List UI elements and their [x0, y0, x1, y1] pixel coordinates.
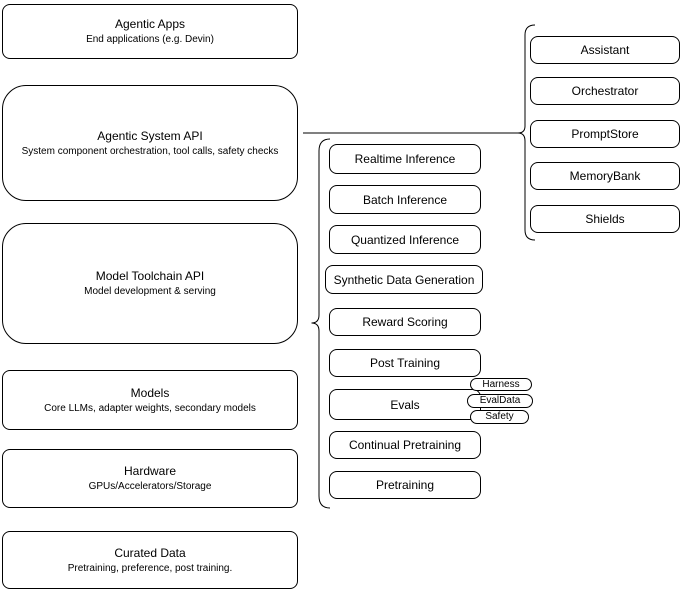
pill-label: Safety [485, 411, 514, 422]
node-label: Quantized Inference [350, 232, 460, 247]
node-title: Agentic Apps [114, 17, 186, 31]
node-label: Reward Scoring [362, 315, 448, 329]
node-assistant: Assistant [530, 36, 680, 64]
node-reward-scoring: Reward Scoring [329, 308, 481, 336]
node-continual-pretraining: Continual Pretraining [329, 431, 481, 459]
node-title: Model Toolchain API [95, 269, 205, 283]
node-label: Post Training [369, 356, 441, 370]
node-label: Pretraining [375, 478, 435, 492]
node-label: Continual Pretraining [348, 438, 462, 452]
pill-label: Harness [482, 378, 520, 390]
node-pretraining: Pretraining [329, 471, 481, 499]
node-label: Synthetic Data Generation [333, 272, 475, 287]
node-subtitle: Pretraining, preference, post training. [67, 562, 233, 574]
node-promptstore: PromptStore [530, 120, 680, 148]
node-subtitle: GPUs/Accelerators/Storage [88, 481, 212, 492]
node-model-toolchain-api: Model Toolchain API Model development & … [2, 223, 298, 344]
node-label: Orchestrator [571, 84, 639, 98]
node-label: PromptStore [571, 127, 639, 141]
node-orchestrator: Orchestrator [530, 77, 680, 105]
node-evals: Evals [329, 389, 481, 420]
node-memorybank: MemoryBank [530, 162, 680, 190]
node-title: Agentic System API [97, 128, 203, 143]
node-agentic-system-api: Agentic System API System component orch… [2, 85, 298, 201]
node-label: Evals [390, 397, 420, 412]
node-realtime-inference: Realtime Inference [329, 144, 481, 174]
node-synthetic-data-generation: Synthetic Data Generation [325, 265, 483, 294]
node-post-training: Post Training [329, 349, 481, 377]
node-title: Curated Data [114, 545, 186, 560]
node-hardware: Hardware GPUs/Accelerators/Storage [2, 449, 298, 508]
node-title: Hardware [123, 464, 177, 478]
node-batch-inference: Batch Inference [329, 185, 481, 214]
node-quantized-inference: Quantized Inference [329, 225, 481, 254]
node-subtitle: End applications (e.g. Devin) [86, 34, 214, 45]
pill-evaldata: EvalData [467, 394, 533, 408]
toolchain-bracket [311, 138, 331, 509]
node-label: Batch Inference [362, 192, 448, 207]
node-subtitle: System component orchestration, tool cal… [21, 145, 279, 157]
node-models: Models Core LLMs, adapter weights, secon… [2, 370, 298, 430]
node-title: Models [130, 385, 170, 400]
pill-harness: Harness [470, 378, 532, 391]
node-subtitle: Core LLMs, adapter weights, secondary mo… [44, 402, 256, 414]
node-agentic-apps: Agentic Apps End applications (e.g. Devi… [2, 4, 298, 59]
node-label: MemoryBank [569, 169, 641, 183]
node-label: Realtime Inference [354, 152, 456, 166]
pill-label: EvalData [479, 395, 521, 406]
node-curated-data: Curated Data Pretraining, preference, po… [2, 531, 298, 589]
node-subtitle: Model development & serving [84, 286, 216, 297]
node-label: Shields [585, 212, 625, 226]
node-label: Assistant [580, 43, 630, 57]
pill-safety: Safety [470, 410, 529, 424]
node-shields: Shields [530, 205, 680, 233]
